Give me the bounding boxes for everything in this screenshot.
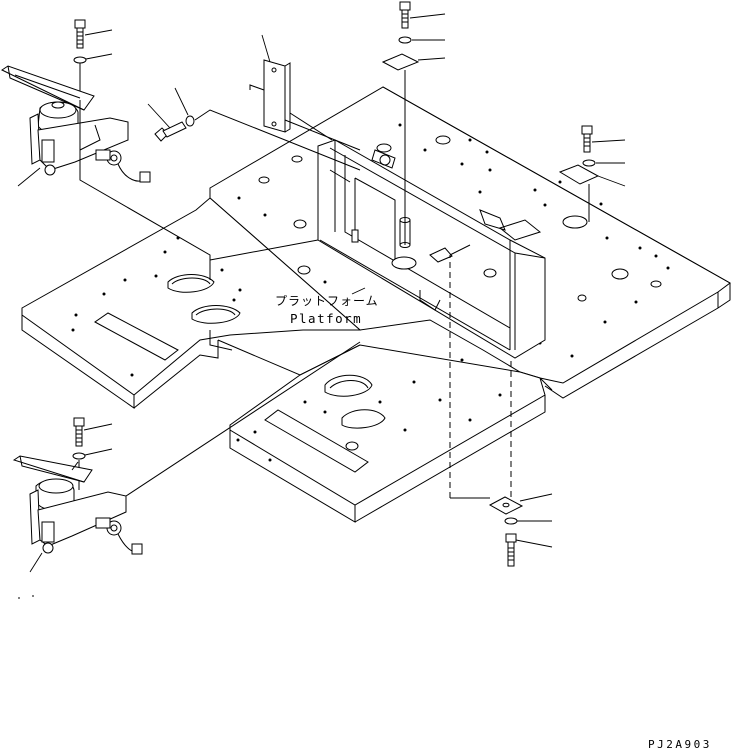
washer-icon <box>582 159 596 167</box>
drawing-code: PJ2A903 <box>648 738 712 751</box>
bolt-icon <box>581 125 593 153</box>
shim-plate <box>558 164 600 185</box>
foot-pedal <box>0 65 95 111</box>
vertical-bracket-plate <box>249 34 361 151</box>
assembly-guide-lines <box>79 100 590 261</box>
left-floor-plate <box>21 197 362 409</box>
bolt-icon <box>399 1 411 29</box>
bottom-right-fastener-group <box>449 255 553 567</box>
center-console-frame <box>317 139 546 359</box>
platform-label-english: Platform <box>290 311 363 326</box>
washer-icon <box>73 56 87 64</box>
platform-label-japanese: プラットフォーム <box>275 294 379 308</box>
right-fastener-group <box>558 125 626 222</box>
bolt-icon <box>505 533 517 567</box>
bolt-icon <box>74 19 86 49</box>
washer-icon <box>398 36 412 44</box>
bolt-icon <box>73 417 85 447</box>
lower-pedal-assembly <box>12 341 361 573</box>
bolt-icon <box>154 121 187 142</box>
foot-pedal <box>12 455 93 483</box>
shim-plate <box>381 53 420 71</box>
platform-label-leader <box>351 287 366 295</box>
mid-fastener-group <box>147 87 361 171</box>
washer-icon <box>72 452 86 460</box>
bottom-left-marks <box>18 595 34 599</box>
washer-icon <box>185 115 195 127</box>
upper-pedal-assembly <box>0 19 211 280</box>
lower-floor-plate <box>229 344 546 523</box>
washer-icon <box>504 517 518 525</box>
top-center-fastener-group <box>381 1 446 230</box>
